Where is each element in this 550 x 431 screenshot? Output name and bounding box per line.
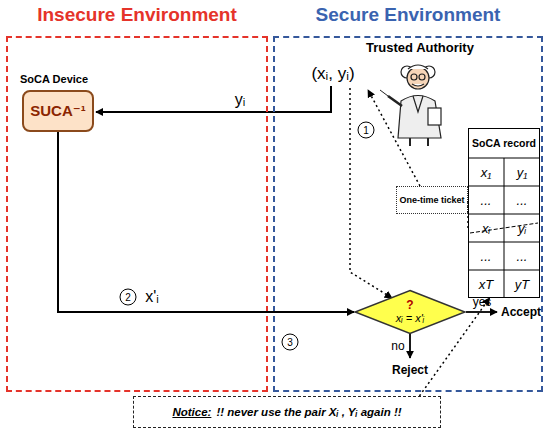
grid-line	[468, 214, 540, 215]
grid-line	[468, 186, 540, 187]
challenge-arrow	[96, 86, 331, 112]
environment-title: Insecure Environment	[8, 4, 266, 26]
grid-line	[504, 158, 505, 298]
outcome-label: Reject	[392, 363, 428, 377]
clipboard	[428, 108, 441, 125]
table-cell: xᵢ	[482, 221, 490, 236]
one-time-ticket-box: One-time ticket	[396, 186, 468, 214]
authority-name: Trusted Authority	[366, 40, 474, 55]
response-arrow	[58, 132, 354, 312]
glasses	[419, 74, 425, 80]
mustache	[412, 84, 424, 86]
insecure-environment-box: Insecure EnvironmentSoCA DeviceSUCA⁻¹	[6, 36, 268, 392]
notice-heading: Notice:	[172, 406, 211, 418]
signal-label: yᵢ	[235, 91, 246, 109]
lab-coat	[398, 96, 441, 139]
table-cell: ...	[517, 193, 528, 208]
branch-label: yes	[473, 295, 492, 309]
strike-line	[470, 223, 538, 233]
branch-label: no	[391, 339, 404, 353]
pair-label: (xᵢ, yᵢ)	[311, 64, 354, 84]
pointer	[380, 90, 388, 96]
table-cell: ...	[517, 249, 528, 264]
table-cell: y₁	[517, 165, 528, 180]
dotted-arrow	[419, 298, 489, 396]
callout-number: 3	[282, 334, 299, 351]
outcome-label: Accept	[501, 305, 541, 319]
suc-block: SoCA DeviceSUCA⁻¹	[22, 90, 94, 132]
callout-number: 2	[120, 289, 137, 306]
table-cell: ...	[481, 193, 492, 208]
notice-text: !! never use the pair Xᵢ , Yᵢ again !!	[216, 406, 401, 418]
notice-box: Notice: !! never use the pair Xᵢ , Yᵢ aga…	[133, 396, 441, 428]
table-cell: yᵢ	[518, 221, 526, 236]
yes-arrow	[466, 311, 497, 313]
callout-number: 1	[358, 122, 375, 139]
record-table: SoCA record	[468, 128, 540, 298]
hair	[408, 65, 428, 69]
environment-title: Secure Environment	[275, 4, 541, 26]
leg	[409, 138, 411, 146]
table-cell: xT	[479, 277, 493, 292]
glasses	[411, 74, 417, 80]
table-cell: ...	[481, 249, 492, 264]
decision-condition: xᵢ = x'ᵢ	[396, 312, 424, 325]
device-name: SoCA Device	[20, 73, 88, 85]
no-arrow	[409, 334, 411, 358]
grid-line	[468, 270, 540, 271]
ticket-text: One-time ticket	[399, 195, 464, 205]
leg	[427, 138, 429, 146]
edge-label: x'ᵢ	[145, 288, 159, 306]
decision-mark: ?	[406, 299, 413, 312]
dotted-arrow	[350, 88, 392, 298]
scientist-illustration	[380, 65, 441, 146]
head	[407, 67, 429, 89]
table-grid	[468, 158, 540, 298]
table-heading: SoCA record	[469, 129, 539, 158]
table-cell: x₁	[481, 165, 492, 180]
arm	[388, 96, 402, 106]
coat-collar	[413, 96, 423, 112]
block-name: SUCA⁻¹	[30, 102, 85, 120]
secure-environment-box: Secure EnvironmentSoCA recordOne-time ti…	[273, 36, 543, 392]
table-cell: yT	[515, 277, 529, 292]
decision-diamond: ?xᵢ = x'ᵢ	[354, 290, 466, 334]
diamond-shape	[355, 290, 465, 333]
dotted-link	[467, 200, 469, 228]
grid-line	[468, 242, 540, 243]
